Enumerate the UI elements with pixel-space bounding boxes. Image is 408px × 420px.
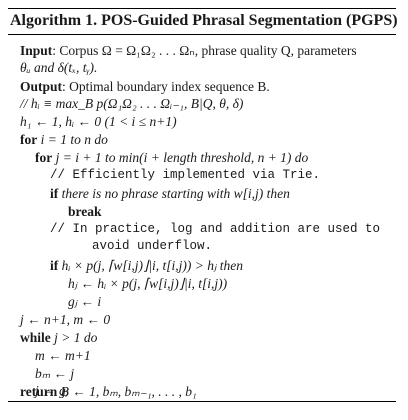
comment-hi-text: // hᵢ ≡ max_B p(Ω₁Ω₂ . . . Ωᵢ₋₁, B|Q, θ,… [20,96,244,111]
input-params-text: θᵤ and δ(tₓ, tᵧ). [20,60,98,75]
comment-log-line: // In practice, log and addition are use… [50,221,380,238]
input-text: : Corpus Ω = Ω₁Ω₂ . . . Ωₙ, phrase quali… [52,43,357,58]
hj-assign-line: hⱼ ← hᵢ × p(j, ⌈w[i,j)⌋|i, t[i,j)) [68,275,227,292]
reset-text: j ← n+1, m ← 0 [20,312,111,327]
break-keyword: break [68,204,102,219]
while-line: while j > 1 do [20,329,97,346]
for-j-text: j = i + 1 to min(i + length threshold, n… [52,150,309,165]
break-line: break [68,203,102,220]
reset-line: j ← n+1, m ← 0 [20,311,110,328]
for-i-text: i = 1 to n do [37,132,108,147]
for-j-line: for j = i + 1 to min(i + length threshol… [35,149,308,166]
init-line: h₁ ← 1, hᵢ ← 0 (1 < i ≤ n+1) [20,113,177,130]
input-keyword: Input [20,43,53,58]
return-text: B ← 1, bₘ, bₘ₋₁, . . . , b₁ [57,384,197,399]
for-j-keyword: for [35,150,53,165]
hj-assign-text: hⱼ ← hᵢ × p(j, ⌈w[i,j)⌋|i, t[i,j)) [68,276,228,291]
bm-assign-text: bₘ ← j [35,366,75,381]
gj-assign-line: gⱼ ← i [68,293,101,310]
if-keyword-2: if [50,258,59,273]
title-divider [8,34,396,35]
init-text: h₁ ← 1, hᵢ ← 0 (1 < i ≤ n+1) [20,114,177,129]
j-update-line: j ← gⱼ [35,382,68,399]
return-keyword: return [20,384,58,399]
for-i-keyword: for [20,132,38,147]
input-line: Input: Corpus Ω = Ω₁Ω₂ . . . Ωₙ, phrase … [20,42,357,59]
comment-underflow-text: avoid underflow. [92,239,213,253]
comment-hi-definition: // hᵢ ≡ max_B p(Ω₁Ω₂ . . . Ωᵢ₋₁, B|Q, θ,… [20,95,243,112]
output-text: : Optimal boundary index sequence B. [62,79,270,94]
while-text: j > 1 do [50,330,98,345]
if-keyword-1: if [50,186,59,201]
output-keyword: Output [20,79,63,94]
if-no-phrase-line: if there is no phrase starting with w[i,… [50,185,290,202]
for-i-line: for i = 1 to n do [20,131,108,148]
gj-assign-text: gⱼ ← i [68,294,102,309]
comment-log-text: // In practice, log and addition are use… [50,222,381,236]
if-update-line: if hᵢ × p(j, ⌈w[i,j)⌋|i, t[i,j)) > hⱼ th… [50,257,243,274]
comment-trie-line: // Efficiently implemented via Trie. [50,167,320,184]
m-increment-line: m ← m+1 [35,347,91,364]
while-keyword: while [20,330,51,345]
if-no-phrase-text: there is no phrase starting with w[i,j) … [58,186,290,201]
bm-assign-line: bₘ ← j [35,365,74,382]
output-line: Output: Optimal boundary index sequence … [20,78,270,95]
if-update-text: hᵢ × p(j, ⌈w[i,j)⌋|i, t[i,j)) > hⱼ then [58,258,243,273]
m-increment-text: m ← m+1 [35,348,91,363]
comment-trie-text: // Efficiently implemented via Trie. [50,168,321,182]
input-params-line: θᵤ and δ(tₓ, tᵧ). [20,59,97,76]
j-update-text: j ← gⱼ [35,383,69,398]
comment-underflow-line: avoid underflow. [92,238,212,255]
algorithm-box: Algorithm 1. POS-Guided Phrasal Segmenta… [8,8,398,402]
algorithm-title: Algorithm 1. POS-Guided Phrasal Segmenta… [10,12,398,29]
return-statement: return B ← 1, bₘ, bₘ₋₁, . . . , b₁ [20,383,197,400]
